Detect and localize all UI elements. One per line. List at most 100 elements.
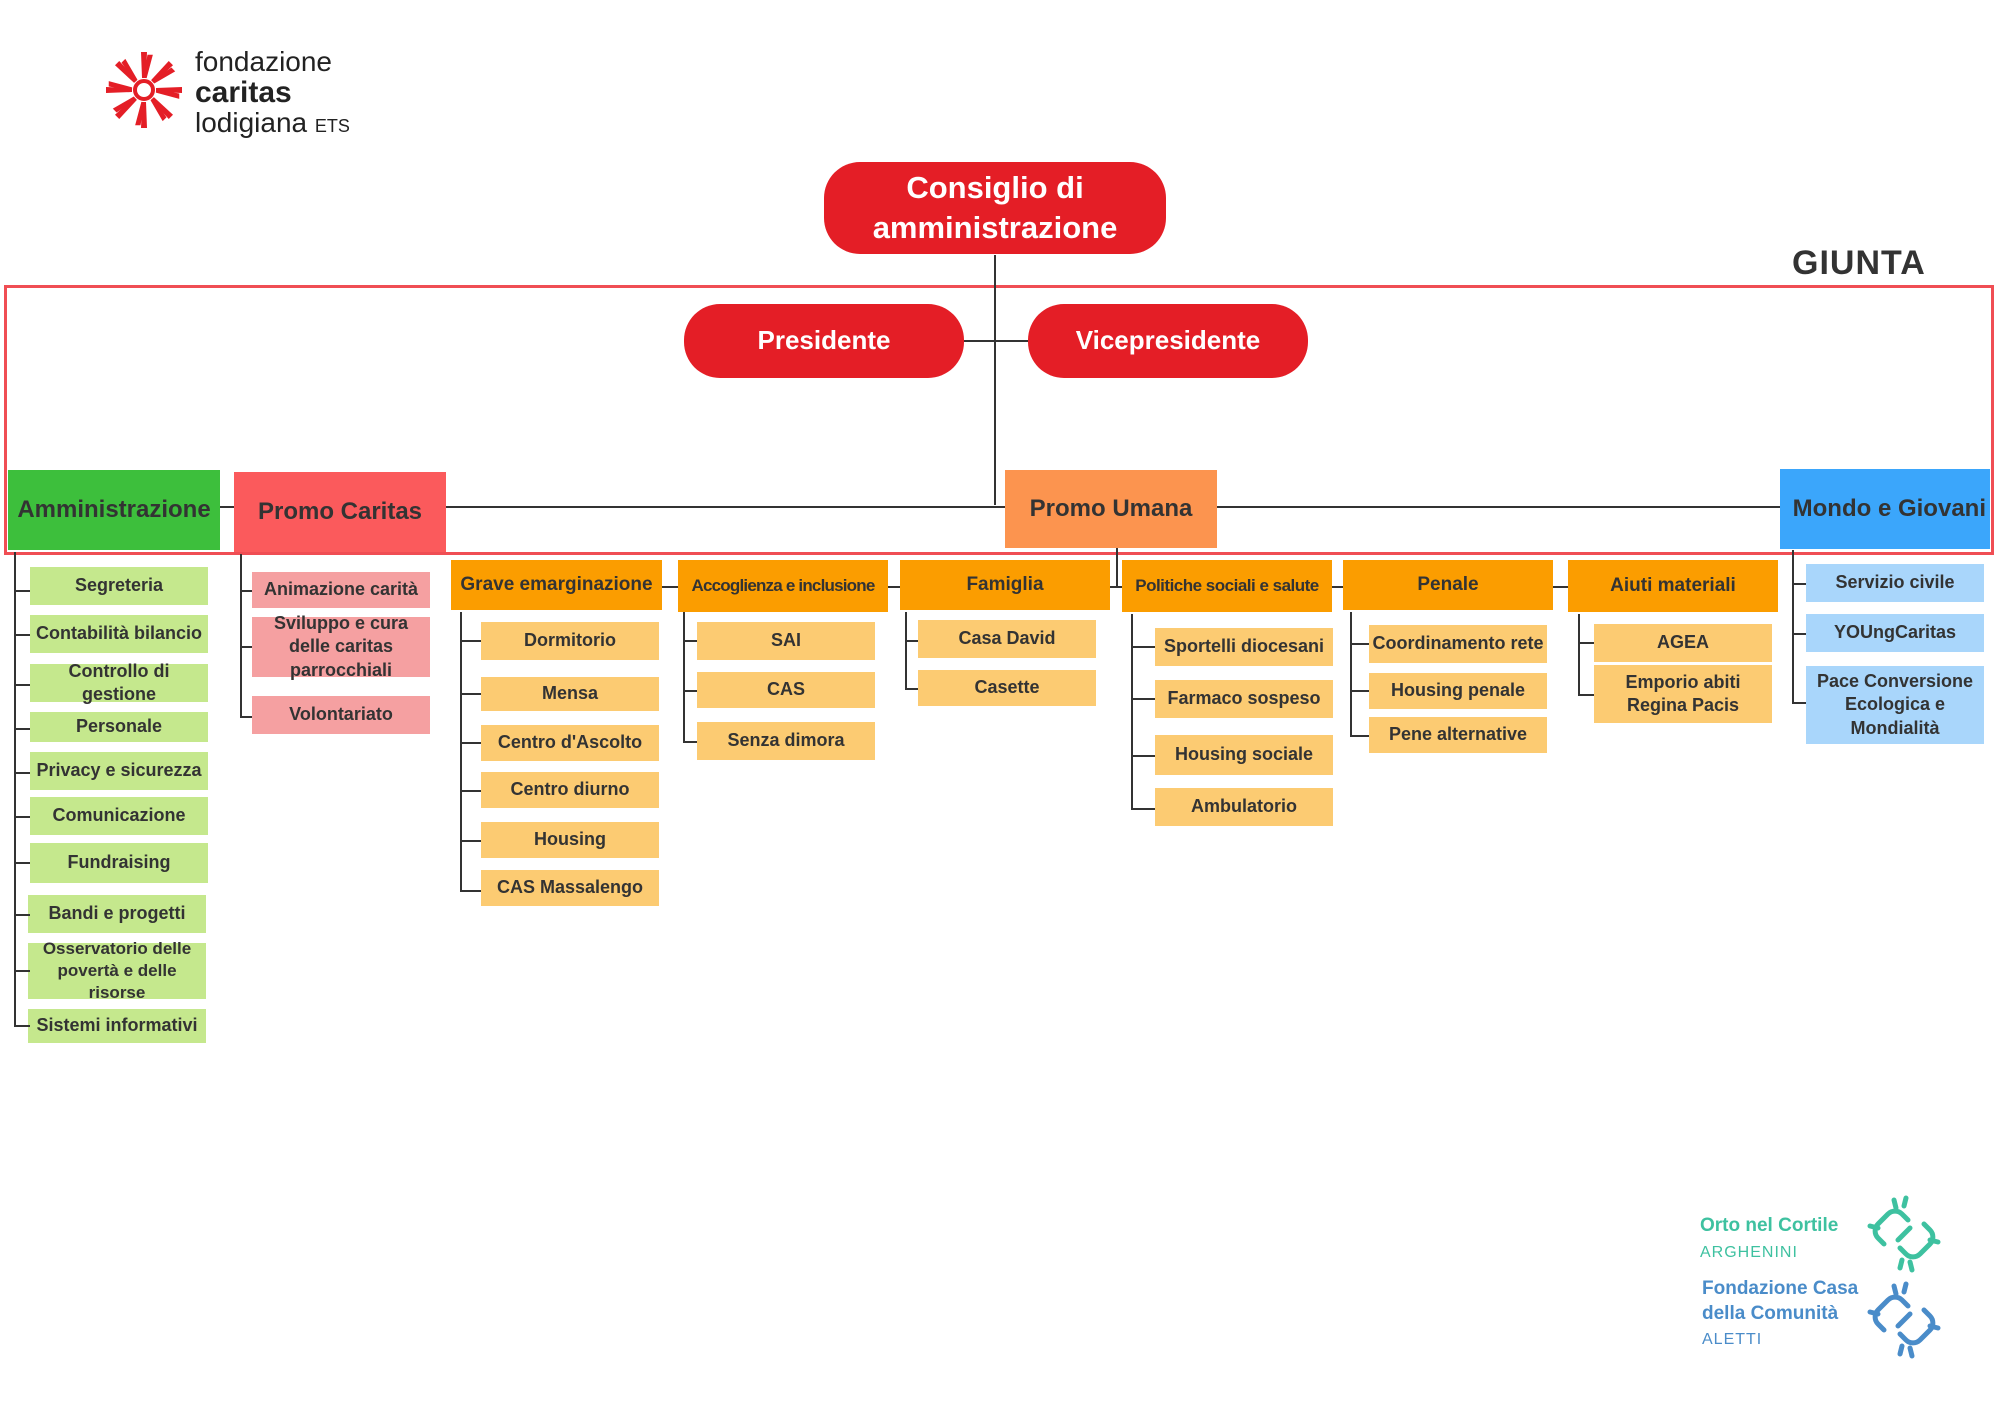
- promo-caritas-item: Sviluppo e cura delle caritas parrocchia…: [252, 613, 430, 680]
- connector-umana-down: [1116, 546, 1118, 586]
- amministrazione-item: Privacy e sicurezza: [30, 752, 208, 790]
- tick: [460, 840, 481, 842]
- caritas-cross-icon: [106, 52, 182, 128]
- grave-item: CAS Massalengo: [481, 870, 659, 906]
- area-mondo-giovani: Mondo e Giovani: [1780, 469, 1990, 549]
- area-amministrazione: Amministrazione: [8, 470, 220, 550]
- logo-wordmark: fondazione caritas lodigiana ETS: [195, 47, 350, 138]
- accoglienza-item: CAS: [697, 672, 875, 708]
- tick: [14, 634, 30, 636]
- famiglia-item: Casette: [918, 670, 1096, 706]
- promo-caritas-item: Animazione carità: [252, 572, 430, 608]
- politiche-item: Farmaco sospeso: [1155, 680, 1333, 718]
- tick: [460, 640, 481, 642]
- partner-casa-name: Fondazione Casa della Comunità: [1702, 1278, 1859, 1324]
- tick: [683, 690, 697, 692]
- amministrazione-item: Sistemi informativi: [28, 1009, 206, 1043]
- politiche-item: Sportelli diocesani: [1155, 628, 1333, 666]
- tick: [1792, 633, 1806, 635]
- grave-item: Housing: [481, 822, 659, 858]
- giunta-label: GIUNTA: [1792, 244, 1926, 282]
- tick: [1350, 643, 1369, 645]
- tick: [14, 816, 30, 818]
- politiche-item: Housing sociale: [1155, 735, 1333, 775]
- connector-main-vertical: [994, 255, 996, 505]
- partner-casa: Fondazione Casa della Comunità ALETTI: [1702, 1277, 1862, 1351]
- partner-orto-name: Orto nel Cortile: [1700, 1215, 1839, 1236]
- partner-orto: Orto nel Cortile ARGHENINI: [1700, 1214, 1838, 1263]
- grave-item: Centro diurno: [481, 772, 659, 808]
- tick: [14, 590, 30, 592]
- connector-caritas-vertical: [240, 554, 242, 718]
- partner-casa-sub: ALETTI: [1702, 1331, 1763, 1349]
- tick: [1350, 735, 1369, 737]
- tick: [14, 862, 30, 864]
- giunta-frame: [4, 285, 1994, 555]
- connector-areas-horizontal: [210, 506, 1780, 508]
- tick: [1792, 702, 1806, 704]
- logo-line1: fondazione: [195, 46, 333, 77]
- penale-item: Pene alternative: [1369, 717, 1547, 753]
- promo-caritas-item: Volontariato: [252, 696, 430, 734]
- tick: [14, 684, 30, 686]
- connector-politiche-vertical: [1131, 614, 1133, 810]
- tick: [460, 890, 481, 892]
- tick: [1131, 755, 1155, 757]
- chain-link-icon: [1864, 1280, 1944, 1360]
- partner-orto-sub: ARGHENINI: [1700, 1243, 1798, 1261]
- amministrazione-item: Osservatorio delle povertà e delle risor…: [28, 939, 206, 1002]
- amministrazione-item: Personale: [30, 712, 208, 742]
- tick: [905, 640, 918, 642]
- tick: [460, 790, 481, 792]
- vicepresidente-box: Vicepresidente: [1028, 304, 1308, 378]
- tick: [240, 716, 252, 718]
- tick: [1350, 690, 1369, 692]
- logo-line3: lodigiana: [195, 107, 308, 139]
- connector-mondo-vertical: [1792, 550, 1794, 704]
- logo-line2: caritas: [195, 75, 292, 109]
- tick: [1578, 642, 1594, 644]
- area-promo-umana: Promo Umana: [1005, 470, 1217, 548]
- amministrazione-item: Segreteria: [30, 567, 208, 605]
- connector-aiuti-vertical: [1578, 614, 1580, 696]
- presidente-box: Presidente: [684, 304, 964, 378]
- amministrazione-item: Contabilità bilancio: [30, 615, 208, 653]
- group-accoglienza: Accoglienza e inclusione: [678, 560, 888, 612]
- connector-grave-vertical: [460, 612, 462, 892]
- mondo-item: YOUngCaritas: [1806, 614, 1984, 652]
- aiuti-item: AGEA: [1594, 624, 1772, 662]
- connector-famiglia-vertical: [905, 612, 907, 690]
- tick: [683, 640, 697, 642]
- consiglio-box: Consiglio di amministrazione: [824, 162, 1166, 254]
- amministrazione-item: Controllo di gestione: [30, 661, 208, 704]
- connector-amministrazione-vertical: [14, 552, 16, 1026]
- mondo-item: Pace Conversione Ecologica e Mondialità: [1806, 666, 1984, 744]
- amministrazione-item: Comunicazione: [30, 797, 208, 835]
- tick: [1131, 698, 1155, 700]
- politiche-item: Ambulatorio: [1155, 788, 1333, 826]
- grave-item: Centro d'Ascolto: [481, 725, 659, 761]
- tick: [14, 970, 30, 972]
- chain-link-icon: [1864, 1194, 1944, 1274]
- connector-penale-vertical: [1350, 612, 1352, 736]
- amministrazione-item: Bandi e progetti: [28, 895, 206, 933]
- connector-president: [963, 340, 1031, 342]
- tick: [14, 772, 30, 774]
- aiuti-item: Emporio abiti Regina Pacis: [1594, 665, 1772, 723]
- group-aiuti-materiali: Aiuti materiali: [1568, 560, 1778, 612]
- group-famiglia: Famiglia: [900, 560, 1110, 610]
- logo: [104, 50, 184, 130]
- famiglia-item: Casa David: [918, 620, 1096, 658]
- group-grave-emarginazione: Grave emarginazione: [451, 560, 662, 610]
- tick: [1131, 808, 1155, 810]
- tick: [14, 1025, 30, 1027]
- amministrazione-item: Fundraising: [30, 843, 208, 883]
- tick: [460, 693, 481, 695]
- accoglienza-item: Senza dimora: [697, 722, 875, 760]
- tick: [683, 741, 697, 743]
- group-politiche-sociali: Politiche sociali e salute: [1122, 560, 1332, 612]
- tick: [1578, 694, 1594, 696]
- tick: [1131, 646, 1155, 648]
- tick: [905, 688, 918, 690]
- grave-item: Dormitorio: [481, 622, 659, 660]
